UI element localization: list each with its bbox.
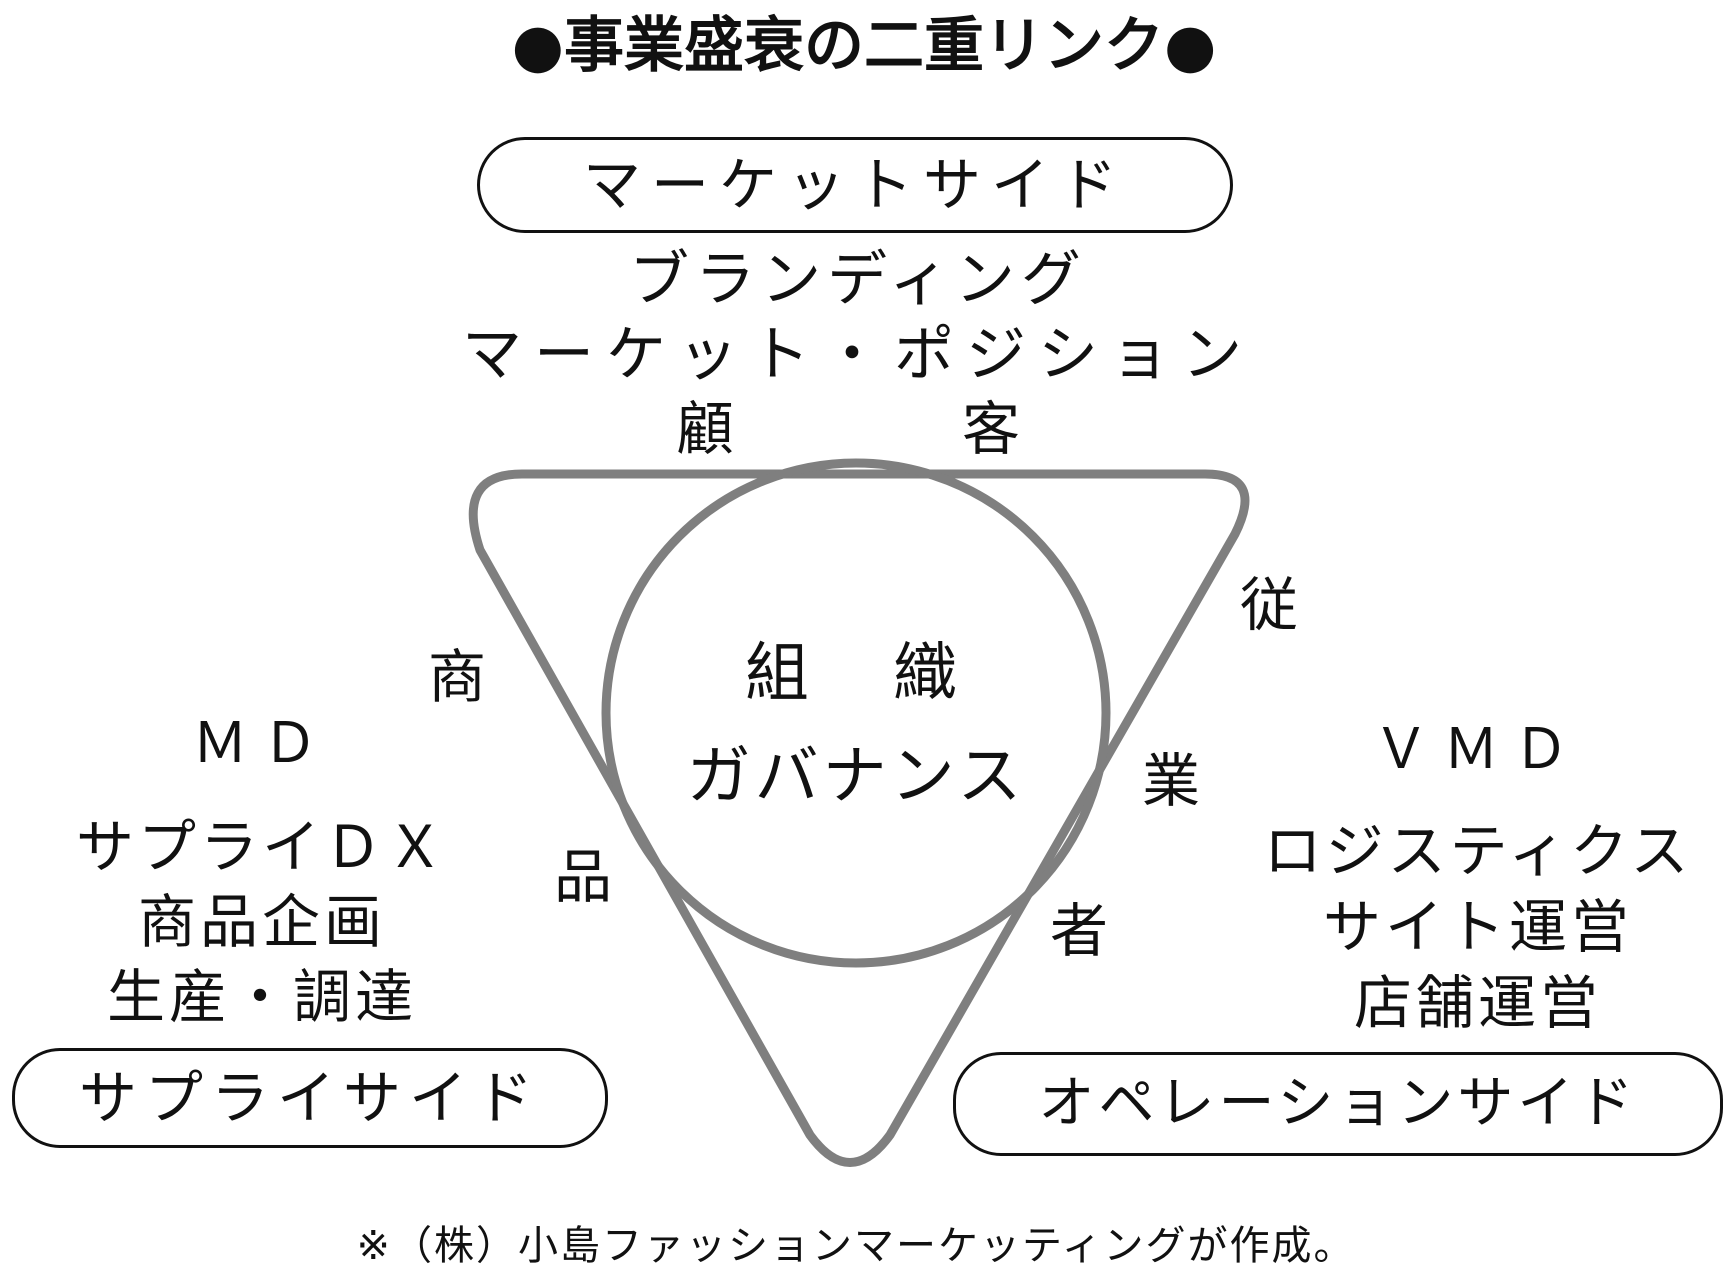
edge-label-customer-1: 顧 [676, 395, 735, 463]
operation-item-site: サイト運営 [1322, 893, 1634, 961]
supply-item-supply-dx: サプライＤＸ [75, 813, 449, 881]
edge-label-employee-1: 従 [1240, 571, 1299, 639]
center-organization: 組 織 [745, 637, 967, 711]
edge-label-customer-2: 客 [962, 395, 1021, 463]
edge-label-product-1: 商 [428, 643, 487, 711]
center-governance: ガバナンス [686, 740, 1026, 814]
market-side-label: マーケットサイド [582, 151, 1127, 219]
operation-side-label: オペレーションサイド [1038, 1071, 1638, 1136]
market-item-position: マーケット・ポジション [462, 320, 1254, 390]
supply-item-planning: 商品企画 [137, 888, 387, 956]
supply-side-label: サプライサイド [78, 1064, 541, 1132]
diagram-title: ●事業盛衰の二重リンク● [511, 11, 1217, 81]
supply-item-production: 生産・調達 [106, 963, 418, 1031]
operation-item-logistics: ロジスティクス [1263, 817, 1693, 885]
rounded-triangle-shape [468, 469, 1250, 1167]
operation-side-pill: オペレーションサイド [953, 1052, 1723, 1156]
market-side-pill: マーケットサイド [477, 137, 1233, 233]
governance-circle [601, 458, 1111, 968]
footnote: ※（株）小島ファッションマーケッティングが作成。 [356, 1223, 1356, 1269]
supply-side-pill: サプライサイド [12, 1048, 608, 1148]
edge-label-employee-3: 者 [1050, 897, 1109, 965]
supply-item-md: ＭＤ [192, 711, 332, 776]
edge-label-employee-2: 業 [1142, 747, 1201, 815]
edge-label-product-2: 品 [554, 843, 613, 911]
operation-item-vmd: ＶＭＤ [1373, 717, 1583, 782]
market-item-branding: ブランディング [629, 245, 1087, 315]
operation-item-store: 店舗運営 [1353, 969, 1603, 1037]
